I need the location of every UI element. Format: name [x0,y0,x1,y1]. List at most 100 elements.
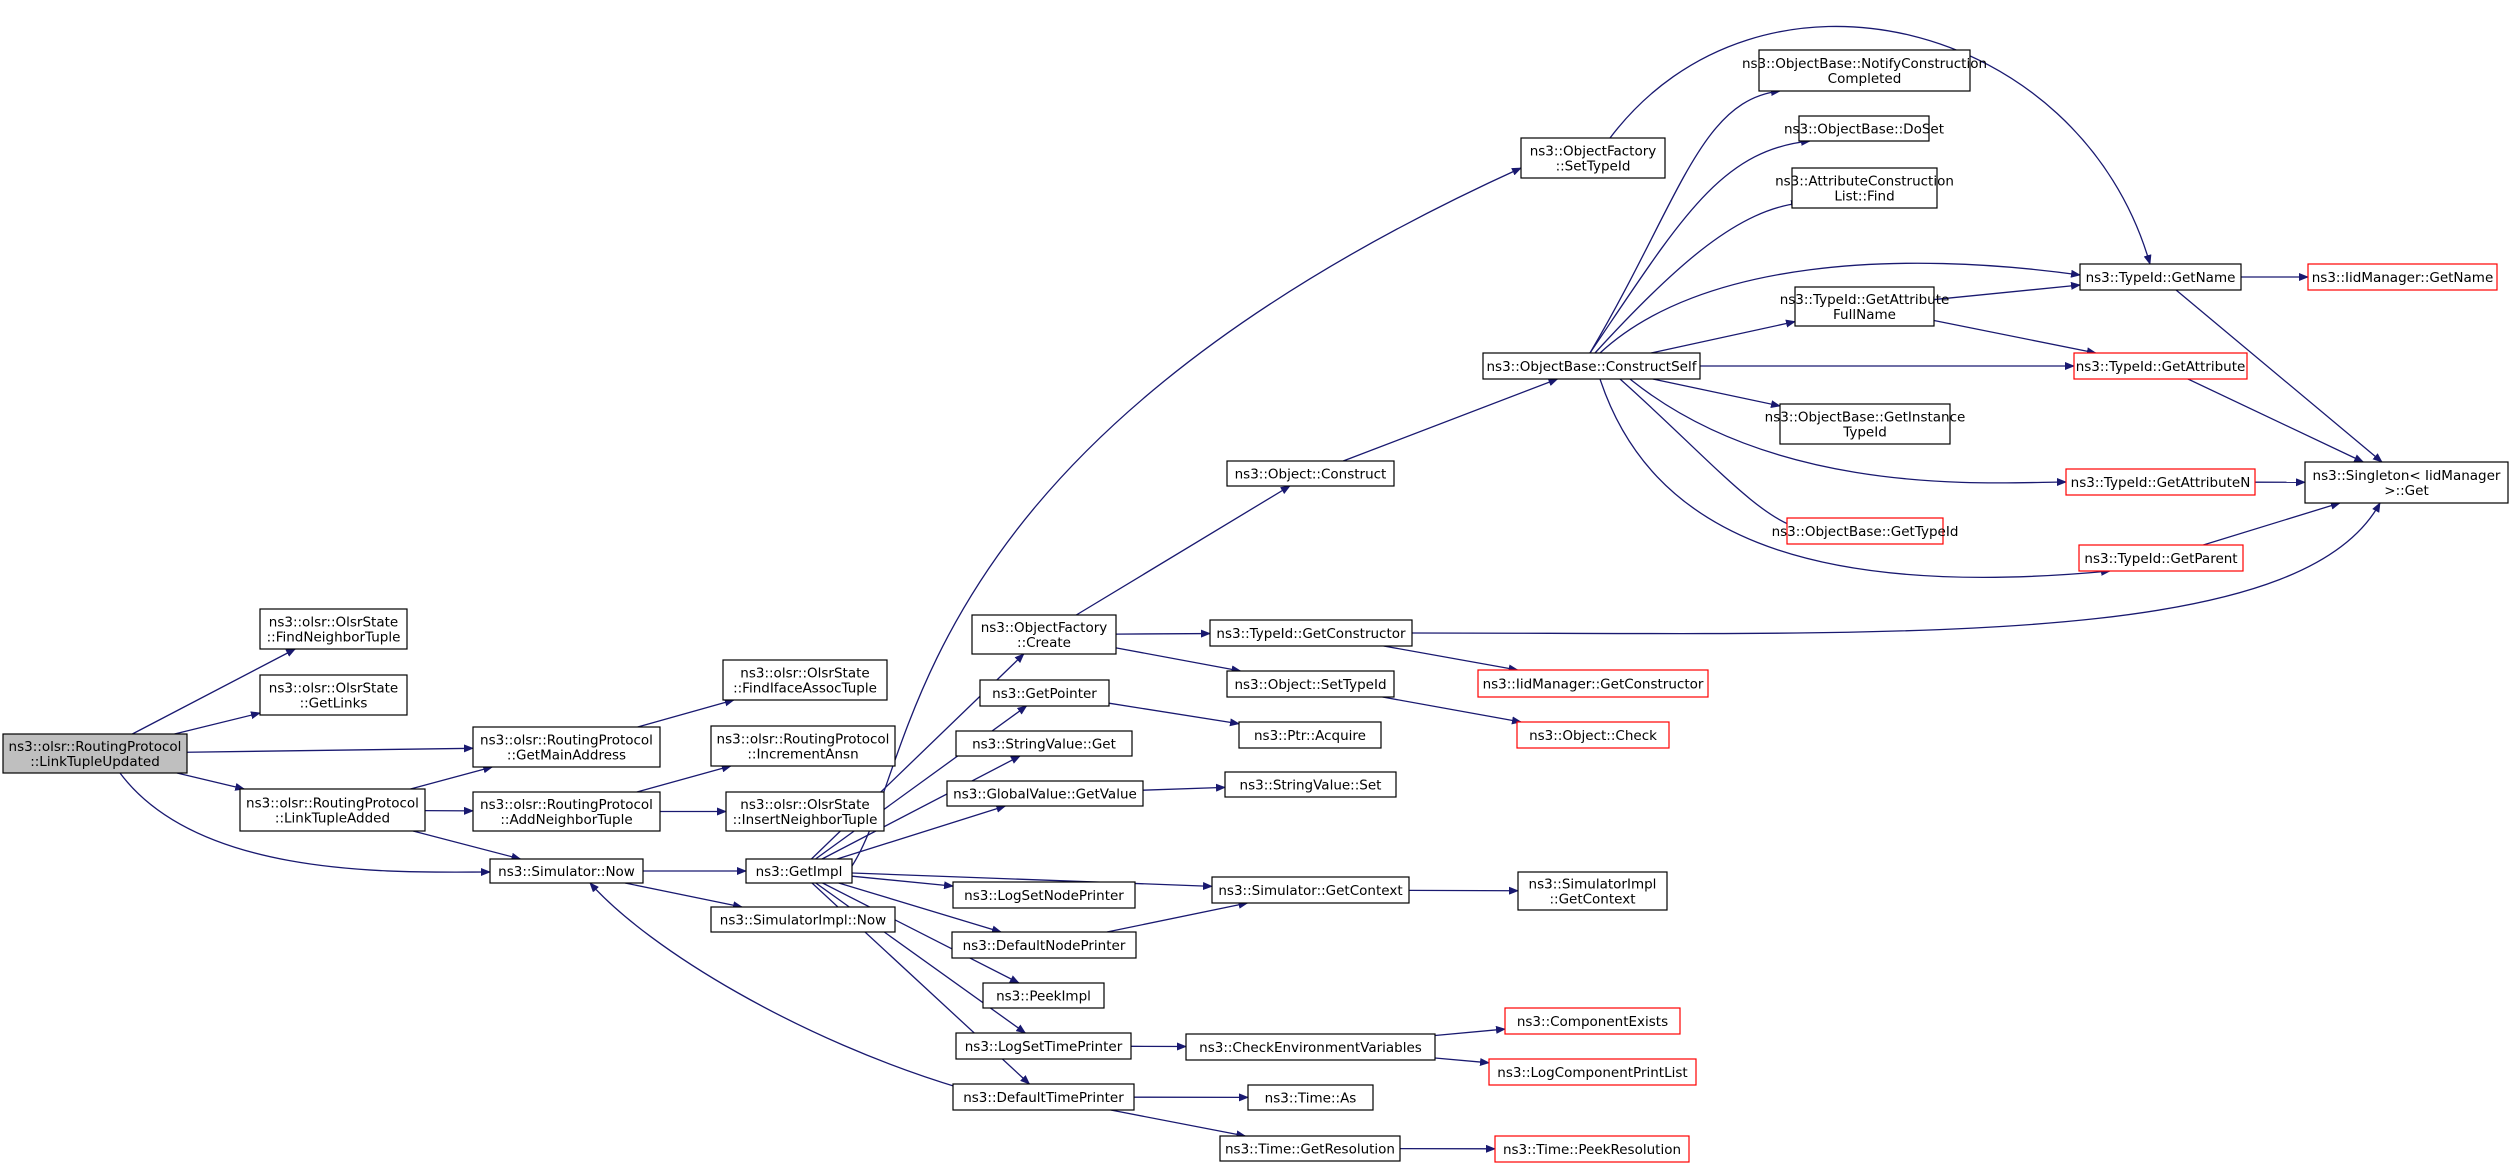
node-logSetNodePrinter[interactable]: ns3::LogSetNodePrinter [952,881,1136,909]
node-objectFactoryCreate[interactable]: ns3::ObjectFactory::Create [971,614,1117,655]
edge-objectBaseConstructSelf-to-getInstanceTypeId [1652,378,1781,409]
node-label-line: ns3::olsr::RoutingProtocol [246,796,419,812]
edge-getImpl-to-peekImpl [822,882,1020,984]
node-getImpl[interactable]: ns3::GetImpl [745,858,853,884]
node-getLinks[interactable]: ns3::olsr::OlsrState::GetLinks [259,674,408,716]
node-addNeighborTuple[interactable]: ns3::olsr::RoutingProtocol::AddNeighborT… [472,791,661,832]
node-linkTupleAdded[interactable]: ns3::olsr::RoutingProtocol::LinkTupleAdd… [239,788,426,832]
node-box [951,931,1137,959]
node-timeAs[interactable]: ns3::Time::As [1247,1084,1374,1111]
node-insertNeighborTuple[interactable]: ns3::olsr::OlsrState::InsertNeighborTupl… [725,791,885,832]
edge-simulatorNow-to-simulatorImplNow [624,882,744,910]
node-singletonGet[interactable]: ns3::Singleton< IidManager >::Get [2304,461,2509,504]
node-getPointer[interactable]: ns3::GetPointer [979,679,1110,707]
node-defaultTimePrinter[interactable]: ns3::DefaultTimePrinter [952,1083,1135,1111]
edge-objectFactoryCreate-to-objectSetTypeId [1115,647,1242,674]
edge-root-to-simulatorNow [119,772,491,877]
edge-getMainAddress-to-findIfaceAssocTuple [637,698,735,728]
node-label-line: ::FindIfaceAssocTuple [733,681,877,697]
node-label-line: ns3::Time::GetResolution [1225,1142,1395,1158]
node-label-line: ::GetLinks [300,696,368,712]
node-globalValueGetValue[interactable]: ns3::GlobalValue::GetValue [946,780,1144,807]
node-typeIdGetAttributeN[interactable]: ns3::TypeId::GetAttributeN [2065,468,2256,496]
node-simulatorGetContext[interactable]: ns3::Simulator::GetContext [1211,876,1410,904]
edge-root-to-getMainAddress [186,744,474,753]
node-incrementAnsn[interactable]: ns3::olsr::RoutingProtocol::IncrementAns… [710,725,896,767]
node-iidManagerGetName[interactable]: ns3::IidManager::GetName [2307,263,2498,291]
node-peekImpl[interactable]: ns3::PeekImpl [982,982,1105,1009]
node-logSetTimePrinter[interactable]: ns3::LogSetTimePrinter [955,1032,1132,1060]
node-box [2079,263,2242,291]
node-label-line: ns3::SimulatorImpl::Now [720,913,886,929]
node-box [1209,619,1413,647]
node-label-line: ns3::Simulator::GetContext [1218,883,1402,899]
node-box [955,730,1133,757]
node-label-line: ns3::CheckEnvironmentVariables [1199,1040,1422,1056]
node-label-line: ::GetMainAddress [507,748,626,764]
node-objectSetTypeId[interactable]: ns3::Object::SetTypeId [1226,670,1395,698]
node-box [952,881,1136,909]
node-typeIdGetParent[interactable]: ns3::TypeId::GetParent [2078,544,2244,572]
edge-typeIdGetName-to-singletonGet [2175,289,2383,463]
node-root[interactable]: ns3::olsr::RoutingProtocol::LinkTupleUpd… [2,733,188,774]
node-typeIdGetName[interactable]: ns3::TypeId::GetName [2079,263,2242,291]
node-label-line: ns3::Singleton< IidManager [2313,468,2501,484]
node-label-line: ns3::olsr::RoutingProtocol [9,739,182,755]
node-timeGetResolution[interactable]: ns3::Time::GetResolution [1219,1135,1401,1162]
node-box [1488,1058,1697,1086]
node-objectBaseGetTypeId[interactable]: ns3::ObjectBase::GetTypeId [1772,517,1959,545]
node-stringValueSet[interactable]: ns3::StringValue::Set [1224,771,1397,798]
node-label-line: ns3::LogSetTimePrinter [965,1039,1123,1055]
node-box [1798,115,1930,142]
node-label-line: ns3::AttributeConstruction [1775,174,1954,190]
edge-typeIdGetAttributeFullName-to-typeIdGetAttribute [1933,319,2097,356]
node-getMainAddress[interactable]: ns3::olsr::RoutingProtocol::GetMainAddre… [472,726,661,768]
node-box [1791,167,1938,209]
node-box [1779,403,1951,445]
node-logComponentPrintList[interactable]: ns3::LogComponentPrintList [1488,1058,1697,1086]
node-label-line: ns3::ObjectBase::DoSet [1784,122,1944,138]
node-iidManagerGetConstructor[interactable]: ns3::IidManager::GetConstructor [1477,669,1709,698]
node-box [1238,721,1382,749]
edge-objectBaseConstructSelf-to-typeIdGetAttributeFullName [1651,319,1796,354]
node-label-line: ns3::GetPointer [992,686,1097,702]
node-box [946,780,1144,807]
node-checkEnvironmentVariables[interactable]: ns3::CheckEnvironmentVariables [1185,1033,1436,1061]
edge-typeIdGetAttribute-to-singletonGet [2187,378,2365,463]
node-componentExists[interactable]: ns3::ComponentExists [1504,1007,1681,1035]
node-timePeekResolution[interactable]: ns3::Time::PeekResolution [1494,1135,1690,1163]
node-defaultNodePrinter[interactable]: ns3::DefaultNodePrinter [951,931,1137,959]
edge-objectBaseConstructSelf-to-objectBaseGetTypeId [1619,378,1801,531]
node-findIfaceAssocTuple[interactable]: ns3::olsr::OlsrState::FindIfaceAssocTupl… [722,659,888,701]
node-stringValueGet[interactable]: ns3::StringValue::Get [955,730,1133,757]
node-box [1758,49,1971,92]
node-findNeighborTuple[interactable]: ns3::olsr::OlsrState::FindNeighborTuple [259,608,408,650]
node-typeIdGetConstructor[interactable]: ns3::TypeId::GetConstructor [1209,619,1413,647]
node-label-line: ns3::ObjectFactory [1530,144,1657,160]
node-objectBaseDoSet[interactable]: ns3::ObjectBase::DoSet [1784,115,1944,142]
edge-objectBaseConstructSelf-to-notifyConstructionCompleted [1589,88,1781,354]
node-ptrAcquire[interactable]: ns3::Ptr::Acquire [1238,721,1382,749]
edge-objectBaseConstructSelf-to-objectBaseDoSet [1589,137,1811,354]
node-objectCheck[interactable]: ns3::Object::Check [1516,721,1670,749]
node-box [1517,871,1668,911]
node-objectFactorySetTypeId[interactable]: ns3::ObjectFactory::SetTypeId [1520,137,1666,179]
node-label-line: ns3::olsr::RoutingProtocol [480,797,653,813]
node-label-line: ns3::olsr::OlsrState [740,797,869,813]
edge-objectBaseConstructSelf-to-typeIdGetParent [1599,378,2111,579]
node-label-line: ::Create [1017,635,1071,651]
node-box [472,726,661,768]
node-notifyConstructionCompleted[interactable]: ns3::ObjectBase::NotifyConstructionCompl… [1742,49,1987,92]
node-label-line: ns3::TypeId::GetAttribute [1780,292,1950,308]
node-objectConstruct[interactable]: ns3::Object::Construct [1226,460,1395,487]
node-box [1794,286,1935,327]
node-simulatorImplNow[interactable]: ns3::SimulatorImpl::Now [710,906,896,933]
node-simulatorImplGetContext[interactable]: ns3::SimulatorImpl::GetContext [1517,871,1668,911]
node-label-line: ns3::ObjectBase::ConstructSelf [1487,359,1698,375]
node-simulatorNow[interactable]: ns3::Simulator::Now [489,858,644,884]
node-objectBaseConstructSelf[interactable]: ns3::ObjectBase::ConstructSelf [1482,352,1701,380]
node-typeIdGetAttribute[interactable]: ns3::TypeId::GetAttribute [2073,352,2248,380]
